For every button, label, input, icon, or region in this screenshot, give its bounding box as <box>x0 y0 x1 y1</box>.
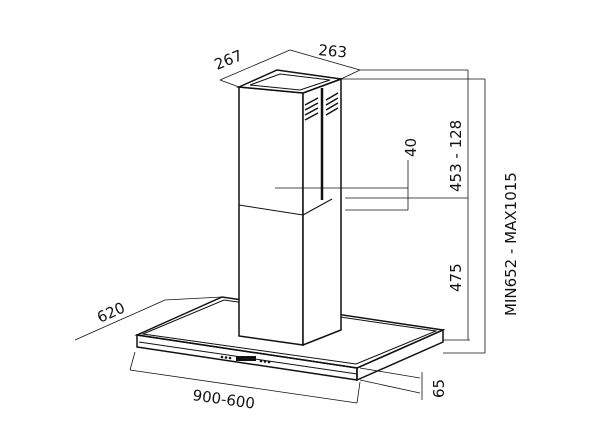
dim-total-height: MIN652 - MAX1015 <box>502 172 520 316</box>
dim-40: 40 <box>402 138 420 157</box>
dim-65: 65 <box>430 379 448 398</box>
dim-267: 267 <box>212 46 245 73</box>
dim-453-128: 453 - 128 <box>447 120 465 192</box>
dim-900-600: 900-600 <box>191 386 256 413</box>
dimension-labels: 267 263 620 900-600 65 40 453 - 128 475 … <box>94 41 520 413</box>
dim-263: 263 <box>318 41 348 61</box>
dim-475: 475 <box>447 263 465 292</box>
vent-grille-icon <box>304 92 339 121</box>
control-panel <box>220 355 271 364</box>
canopy <box>134 296 446 382</box>
dim-620: 620 <box>94 299 127 327</box>
dimension-lines <box>74 49 486 404</box>
chimney <box>236 69 342 347</box>
